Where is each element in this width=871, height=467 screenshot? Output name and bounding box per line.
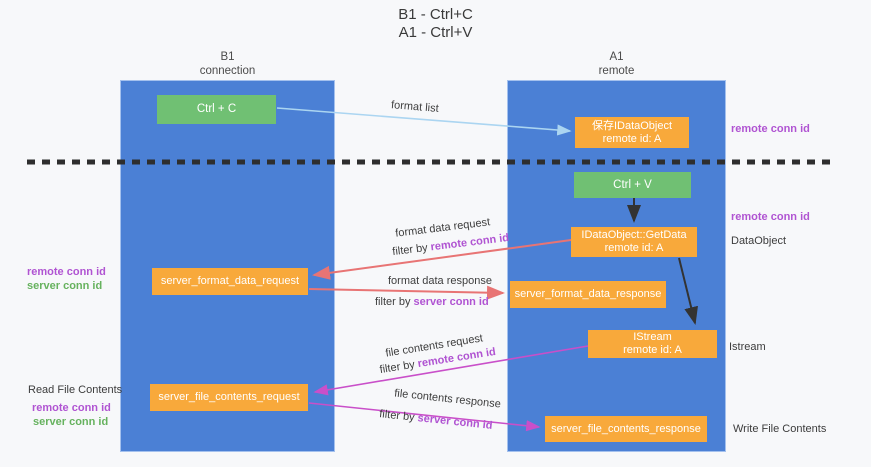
edge-label-filter-server-2: filter by server conn id	[379, 408, 493, 432]
filter-server-conn-id-2: server conn id	[416, 412, 494, 432]
node-idataobject-getdata: IDataObject::GetData remote id: A	[571, 227, 697, 257]
right-label-remote-conn-id-1: remote conn id	[731, 123, 810, 135]
lane-a1-subtitle: remote	[598, 65, 635, 77]
arrow-format-data-response	[308, 285, 505, 300]
node-istream-line2: remote id: A	[623, 344, 682, 356]
left-label-read-file-contents: Read File Contents	[28, 384, 123, 396]
node-getdata-line1: IDataObject::GetData	[581, 229, 687, 241]
right-label-dataobject: DataObject	[731, 235, 787, 247]
edge-label-file-contents-response-text: file contents response	[393, 387, 502, 411]
node-getdata-line2: remote id: A	[604, 242, 664, 254]
node-server-file-contents-request-label: server_file_contents_request	[158, 391, 300, 403]
node-save-idataobject: 保存IDataObject remote id: A	[575, 117, 689, 148]
node-save-idataobject-line2: remote id: A	[602, 132, 662, 145]
left-label-server-conn-id-bottom: server conn id	[33, 416, 109, 428]
left-label-remote-conn-id-bottom: remote conn id	[32, 402, 111, 414]
right-label-remote-conn-id-2: remote conn id	[731, 211, 810, 223]
node-ctrl-c-label: Ctrl + C	[196, 103, 237, 115]
filter-by-text-3: filter by	[378, 358, 419, 377]
node-istream: IStream remote id: A	[588, 330, 717, 358]
edge-label-format-data-response: format data response	[388, 275, 492, 287]
node-server-format-data-response: server_format_data_response	[510, 281, 666, 308]
edge-label-filter-server-1: filter by server conn id	[375, 296, 489, 308]
filter-server-conn-id-1: server conn id	[413, 296, 489, 308]
node-server-file-contents-response: server_file_contents_response	[545, 416, 707, 442]
filter-by-text-2: filter by	[375, 296, 414, 308]
lane-b1-title: B1	[220, 51, 235, 63]
node-server-format-data-request: server_format_data_request	[152, 268, 308, 295]
node-istream-line1: IStream	[633, 331, 672, 343]
filter-by-text-1: filter by	[391, 241, 432, 259]
node-save-idataobject-line1: 保存IDataObject	[591, 119, 673, 132]
filter-remote-conn-id-1: remote conn id	[429, 231, 510, 254]
lane-header-b1: B1 connection	[120, 50, 335, 78]
node-server-file-contents-request: server_file_contents_request	[150, 384, 308, 411]
right-label-write-file-contents: Write File Contents	[733, 423, 827, 435]
lane-b1-subtitle: connection	[199, 65, 256, 77]
node-ctrl-c: Ctrl + C	[157, 95, 276, 124]
node-ctrl-v-label: Ctrl + V	[613, 178, 652, 191]
node-ctrl-v: Ctrl + V	[574, 172, 691, 198]
node-server-format-data-request-label: server_format_data_request	[160, 275, 300, 287]
node-server-file-contents-response-label: server_file_contents_response	[551, 422, 701, 435]
diagram-title: B1 - Ctrl+C A1 - Ctrl+V	[0, 6, 871, 42]
filter-by-text-4: filter by	[378, 408, 419, 425]
node-server-format-data-response-label: server_format_data_response	[514, 288, 662, 300]
edge-label-format-data-response-text: format data response	[388, 275, 492, 287]
edge-label-format-list: format list	[391, 99, 439, 115]
title-line-2: A1 - Ctrl+V	[398, 24, 473, 41]
right-label-istream: Istream	[729, 341, 766, 353]
left-label-server-conn-id-top: server conn id	[27, 280, 103, 292]
lane-a1-title: A1	[609, 51, 624, 63]
lane-header-a1: A1 remote	[507, 50, 726, 78]
edge-label-format-list-text: format list	[390, 99, 440, 115]
title-line-1: B1 - Ctrl+C	[398, 6, 473, 23]
left-label-remote-conn-id-top: remote conn id	[27, 266, 106, 278]
edge-label-file-contents-response: file contents response	[394, 387, 502, 410]
